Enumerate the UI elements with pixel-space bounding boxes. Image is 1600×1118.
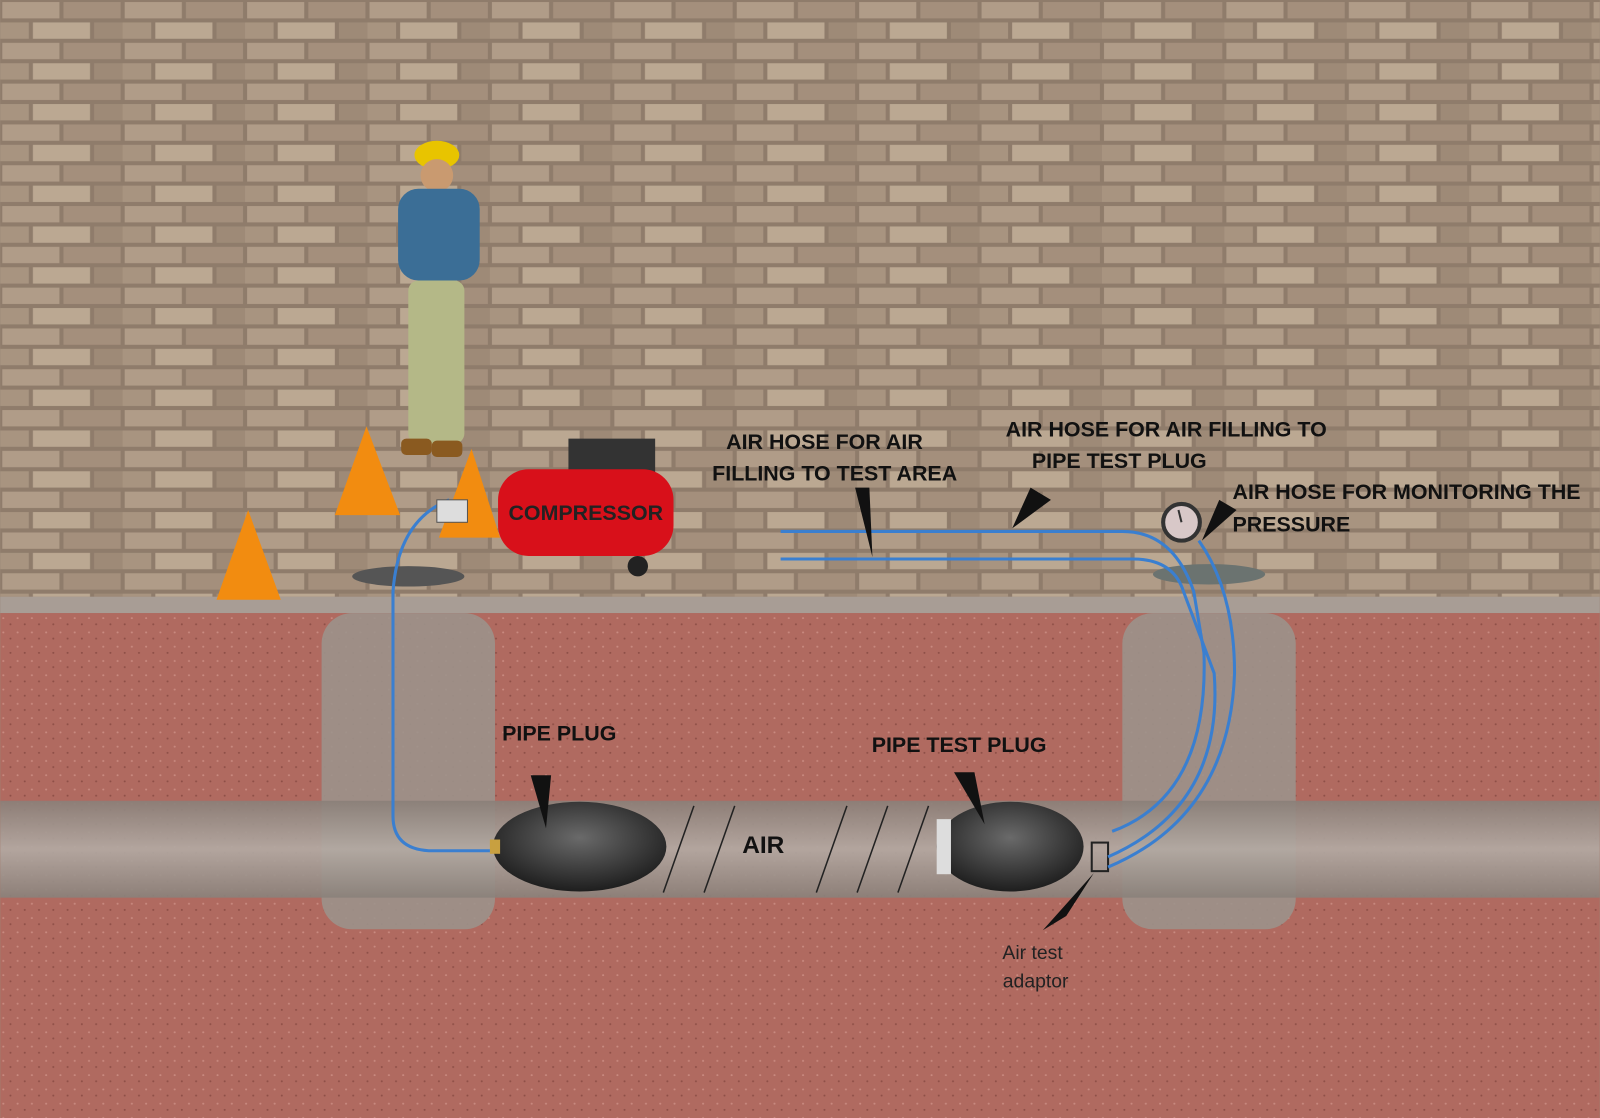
label-air: AIR <box>742 832 784 859</box>
compressor: COMPRESSOR <box>436 438 674 577</box>
brick-wall <box>0 0 1600 597</box>
air-hoses <box>391 498 1237 869</box>
ground-surface <box>0 596 1600 614</box>
label-adaptor-line1: Air test <box>1002 942 1063 964</box>
compressor-label: COMPRESSOR <box>508 501 663 525</box>
label-hose-test-plug-line1: AIR HOSE FOR AIR FILLING TO <box>1006 418 1327 442</box>
pressure-gauge-icon <box>1161 501 1202 543</box>
label-hose-test-area-line1: AIR HOSE FOR AIR <box>726 430 923 454</box>
label-hose-test-plug-line2: PIPE TEST PLUG <box>1032 449 1207 473</box>
air-hatching <box>662 805 930 893</box>
label-adaptor-line2: adaptor <box>1003 970 1069 992</box>
label-hose-test-area-line2: FILLING TO TEST AREA <box>712 461 957 485</box>
label-pipe-plug: PIPE PLUG <box>502 722 616 746</box>
label-hose-monitor-line1: AIR HOSE FOR MONITORING THE <box>1233 480 1581 504</box>
pipe-test-plug <box>936 801 1110 892</box>
label-hose-monitor-line2: PRESSURE <box>1233 512 1351 536</box>
pipe-plug <box>489 801 667 892</box>
label-pointers <box>530 487 1237 931</box>
sewer-pipe <box>0 800 1600 898</box>
label-pipe-test-plug: PIPE TEST PLUG <box>872 733 1047 757</box>
worker-figure <box>398 140 480 457</box>
